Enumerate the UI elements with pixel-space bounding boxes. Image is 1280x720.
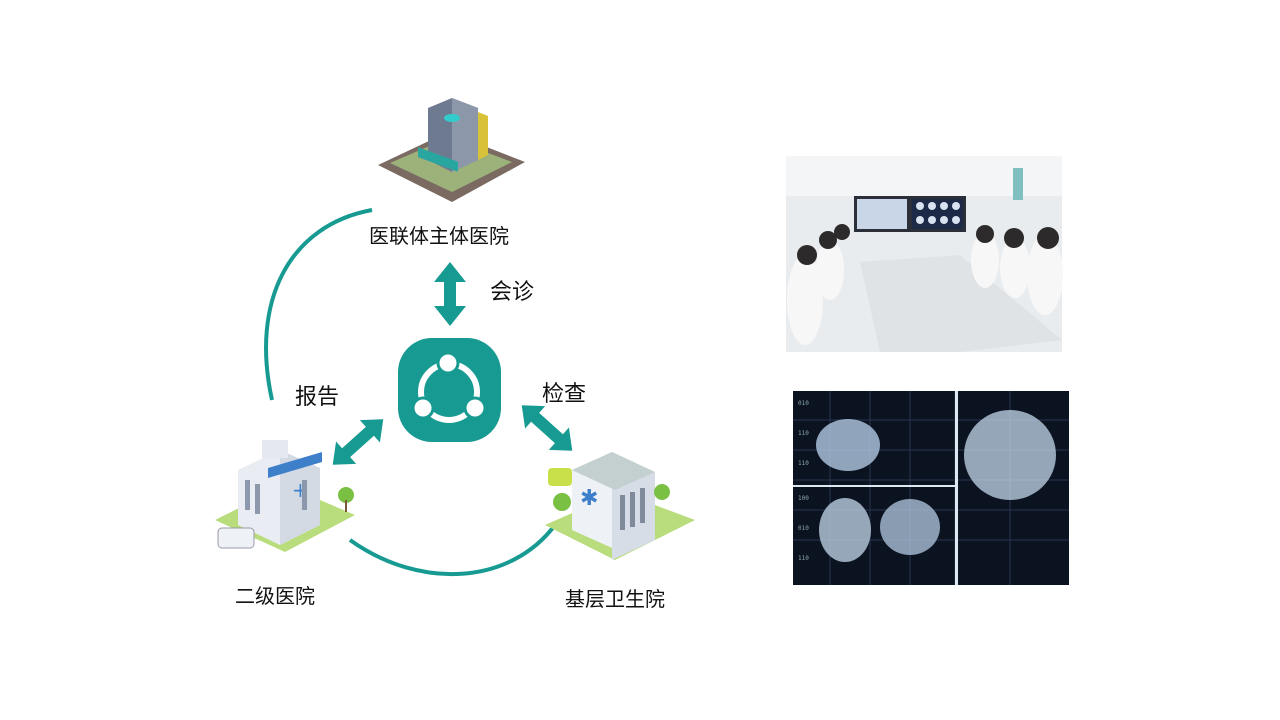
- double-arrow-right: [521, 405, 573, 451]
- node-label-primary-clinic: 基层卫生院: [565, 589, 665, 611]
- main-hospital-illustration: [378, 98, 525, 202]
- node-label-secondary-hospital: 二级医院: [235, 586, 315, 608]
- edge-label-examination: 检查: [542, 381, 587, 406]
- double-arrow-vertical: [434, 262, 466, 326]
- edge-label-consultation: 会诊: [490, 279, 535, 304]
- double-arrow-left: [332, 419, 384, 465]
- share-network-icon: [398, 338, 501, 442]
- teleconsultation-photo: [786, 156, 1063, 352]
- edge-label-report: 报告: [295, 384, 340, 409]
- svg-text:110: 110: [798, 460, 809, 467]
- primary-clinic-illustration: ✱: [545, 452, 695, 560]
- svg-text:110: 110: [798, 430, 809, 437]
- mri-scan-image: 010 110 110 100 010 110: [793, 391, 1069, 585]
- connector-arc-left: [264, 208, 373, 401]
- connector-arc-bottom: [348, 523, 557, 577]
- svg-text:✱: ✱: [580, 486, 598, 511]
- svg-text:010: 010: [798, 525, 809, 532]
- svg-text:110: 110: [798, 555, 809, 562]
- node-label-main-hospital: 医联体主体医院: [369, 226, 509, 248]
- svg-text:010: 010: [798, 400, 809, 407]
- secondary-hospital-illustration: +: [215, 440, 355, 552]
- svg-text:100: 100: [798, 495, 809, 502]
